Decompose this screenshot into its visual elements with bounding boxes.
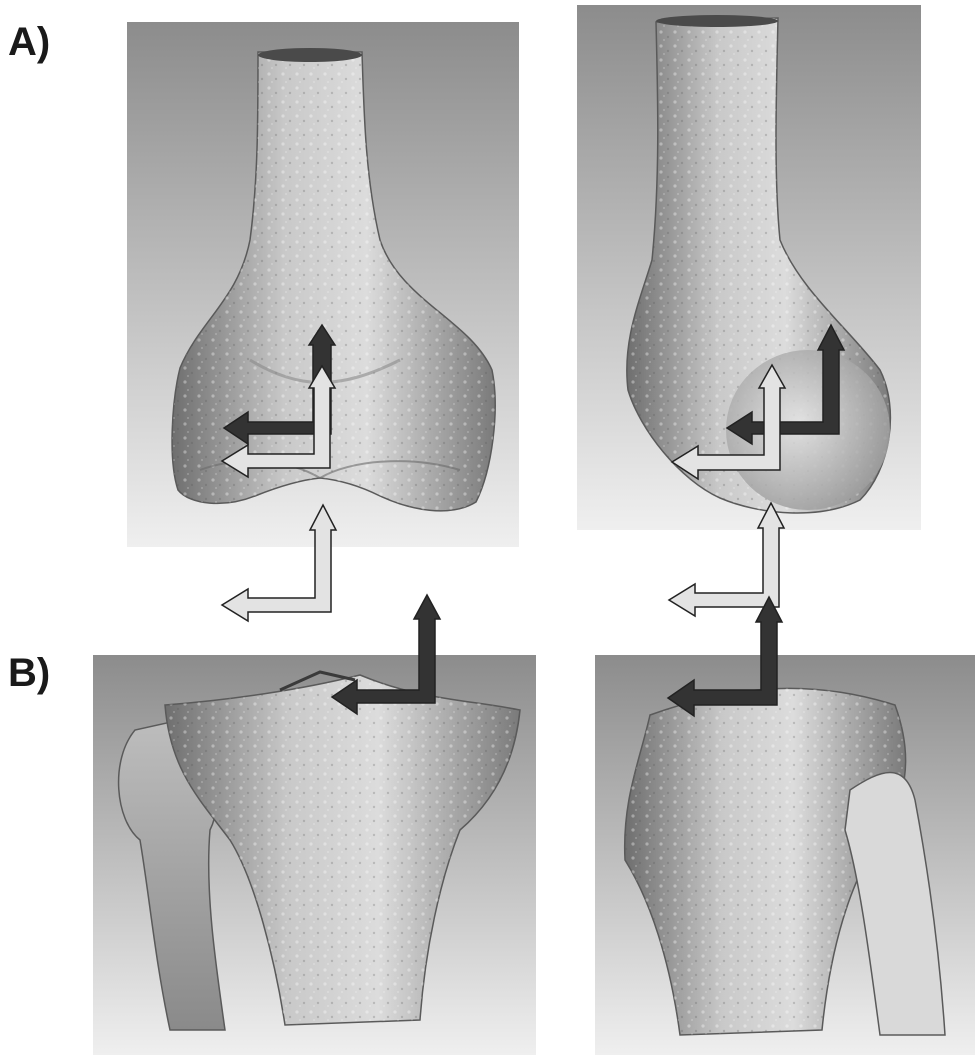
tibia-anterior-panel [93,655,536,1055]
femur-lateral-panel [577,5,921,530]
dark-coordinate-axes-icon [332,595,440,714]
tibia-lateral-panel [595,655,975,1055]
femur-shaft-cut [258,48,362,62]
femur-shaft-cut [656,15,778,27]
